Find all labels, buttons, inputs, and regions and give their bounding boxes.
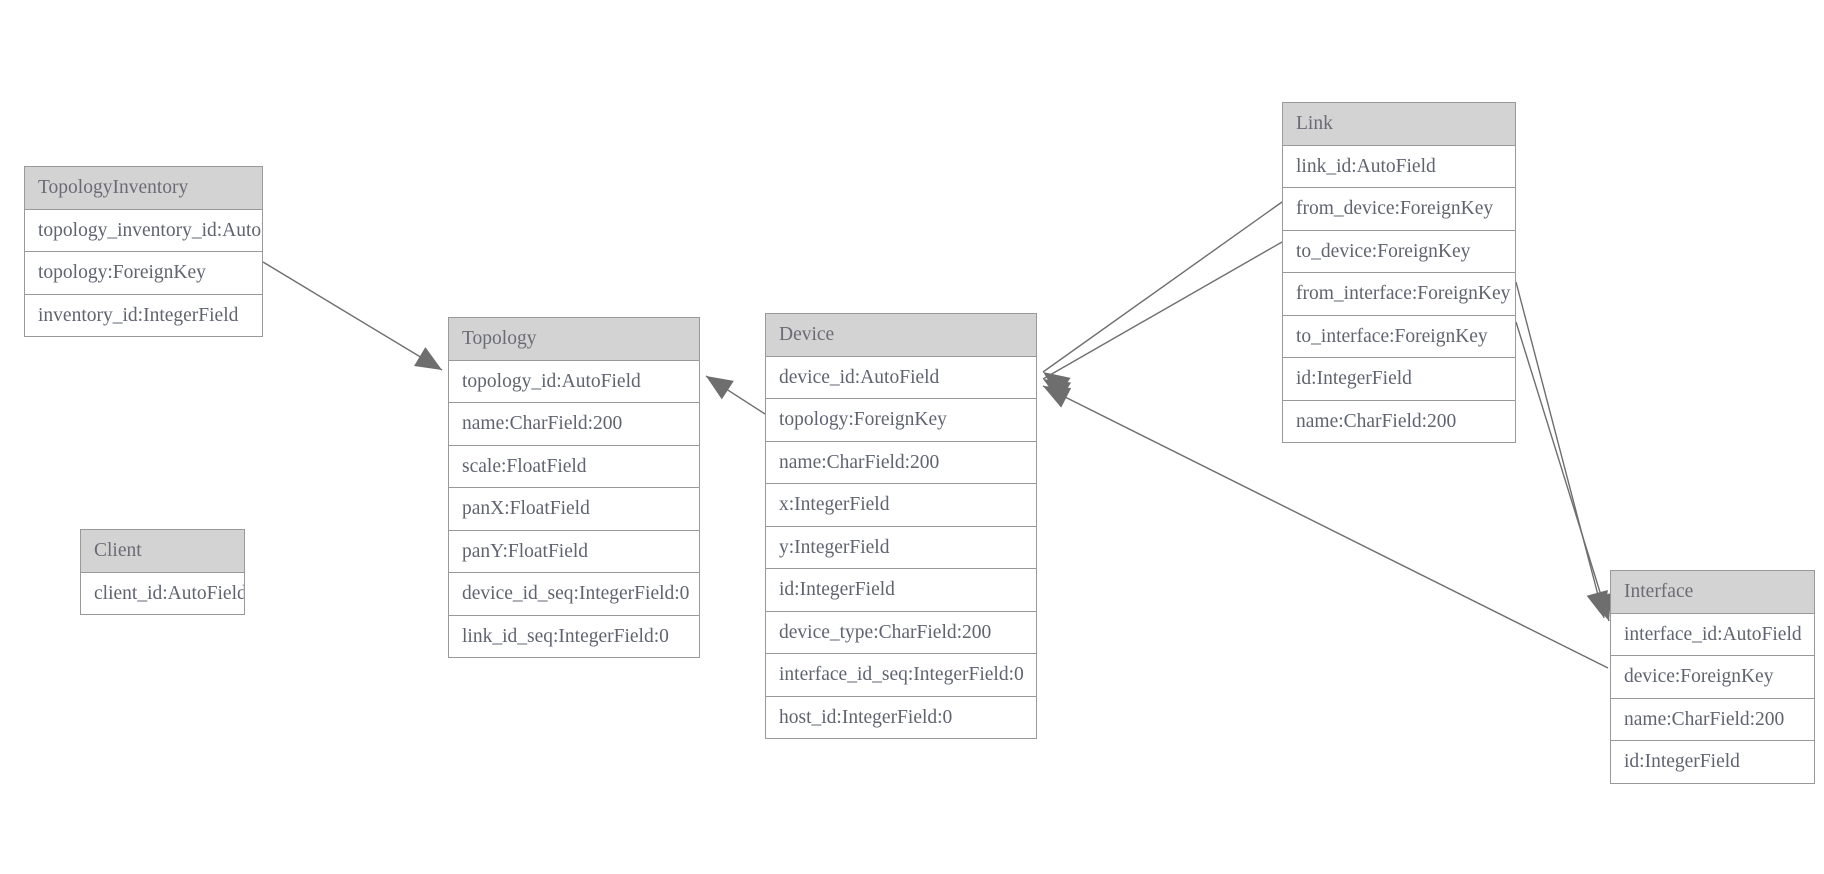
entity-field: from_device:ForeignKey xyxy=(1283,188,1515,231)
entity-title: Topology xyxy=(449,318,699,361)
entity-title: Interface xyxy=(1611,571,1814,614)
arrowhead-icon xyxy=(1043,379,1072,402)
entity-field: topology:ForeignKey xyxy=(25,252,262,295)
entity-title: Link xyxy=(1283,103,1515,146)
relationship-link-to-interface xyxy=(1515,321,1612,622)
entity-title: Device xyxy=(766,314,1036,357)
entity-field: y:IntegerField xyxy=(766,526,1036,569)
entity-field: name:CharField:200 xyxy=(766,441,1036,484)
entity-field: inventory_id:IntegerField xyxy=(25,294,262,336)
relationship-line xyxy=(262,261,443,371)
entity-field: panX:FloatField xyxy=(449,488,699,531)
entity-field: name:CharField:200 xyxy=(1283,400,1515,442)
entity-field: to_interface:ForeignKey xyxy=(1283,315,1515,358)
relationship-link-to-device xyxy=(1042,241,1283,402)
entity-field: topology:ForeignKey xyxy=(766,399,1036,442)
entity-field: topology_inventory_id:AutoField xyxy=(25,209,262,252)
entity-field: interface_id_seq:IntegerField:0 xyxy=(766,654,1036,697)
entity-field: id:IntegerField xyxy=(1283,358,1515,401)
arrowhead-icon xyxy=(1043,372,1071,396)
arrowhead-icon xyxy=(414,347,442,370)
relationship-device-topology xyxy=(705,375,766,415)
relationship-link-from-device xyxy=(1042,201,1283,396)
entity-field-list: topology_inventory_id:AutoFieldtopology:… xyxy=(25,209,262,336)
relationship-link-from-interface xyxy=(1515,281,1608,619)
relationship-line xyxy=(1515,281,1605,619)
entity-field: device:ForeignKey xyxy=(1611,656,1814,699)
entity-field: link_id:AutoField xyxy=(1283,145,1515,188)
entity-field: id:IntegerField xyxy=(766,569,1036,612)
arrowhead-icon xyxy=(706,376,734,400)
arrowhead-icon xyxy=(1043,386,1072,408)
relationship-line xyxy=(1042,241,1283,380)
entity-field-list: client_id:AutoField xyxy=(81,572,244,614)
entity-field: id:IntegerField xyxy=(1611,741,1814,783)
relationship-topologyinventory-topology xyxy=(262,261,443,371)
entity-field: client_id:AutoField xyxy=(81,572,244,614)
entity-field: device_type:CharField:200 xyxy=(766,611,1036,654)
entity-field: scale:FloatField xyxy=(449,445,699,488)
entity-field: name:CharField:200 xyxy=(449,403,699,446)
entity-field: x:IntegerField xyxy=(766,484,1036,527)
entity-field: to_device:ForeignKey xyxy=(1283,230,1515,273)
entity-title: Client xyxy=(81,530,244,573)
entity-field: name:CharField:200 xyxy=(1611,698,1814,741)
relationship-line xyxy=(1042,201,1283,373)
entity-title: TopologyInventory xyxy=(25,167,262,210)
relationship-line xyxy=(705,375,766,415)
entity-field: device_id:AutoField xyxy=(766,356,1036,399)
entity-field: panY:FloatField xyxy=(449,530,699,573)
entity-field: host_id:IntegerField:0 xyxy=(766,696,1036,738)
entity-field: link_id_seq:IntegerField:0 xyxy=(449,615,699,657)
entity-field: interface_id:AutoField xyxy=(1611,613,1814,656)
entity-field: from_interface:ForeignKey xyxy=(1283,273,1515,316)
relationship-line xyxy=(1515,321,1610,622)
entity-field: device_id_seq:IntegerField:0 xyxy=(449,573,699,616)
entity-field: topology_id:AutoField xyxy=(449,360,699,403)
